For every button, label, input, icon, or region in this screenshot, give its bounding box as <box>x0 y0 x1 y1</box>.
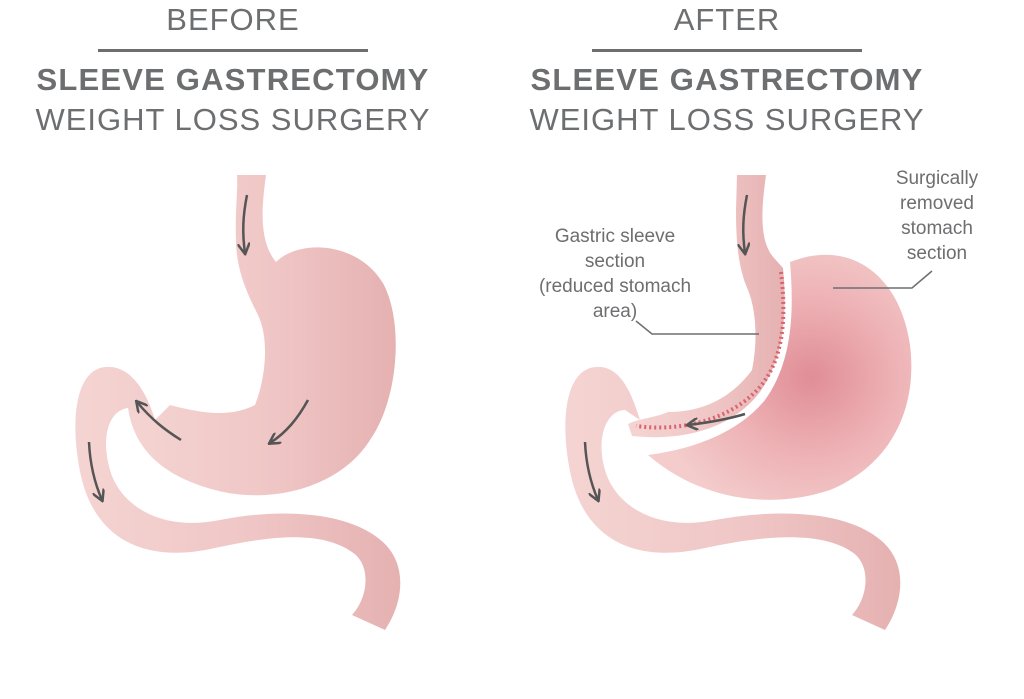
before-title-light: WEIGHT LOSS SURGERY <box>35 102 431 137</box>
removed-line-2: removed <box>900 193 974 214</box>
before-divider <box>98 49 368 52</box>
sleeve-leader-line <box>635 320 759 335</box>
before-label: BEFORE <box>166 2 300 37</box>
removed-line-1: Surgically <box>895 168 979 189</box>
removed-line-3: stomach <box>901 218 973 239</box>
removed-annotation: Surgically removed stomach section <box>862 166 1012 266</box>
sleeve-line-3: (reduced stomach <box>538 276 692 297</box>
after-stomach <box>565 175 933 630</box>
sleeve-section <box>628 175 785 438</box>
sleeve-annotation: Gastric sleeve section (reduced stomach … <box>500 224 730 324</box>
after-title-light: WEIGHT LOSS SURGERY <box>529 102 925 137</box>
after-divider <box>592 49 862 52</box>
before-stomach <box>75 175 401 630</box>
removed-line-4: section <box>906 243 968 264</box>
after-label: AFTER <box>673 2 781 37</box>
before-title-bold: SLEEVE GASTRECTOMY <box>36 62 430 97</box>
sleeve-line-2: section <box>584 251 646 272</box>
removed-section <box>648 254 912 500</box>
removed-leader-line <box>833 270 933 289</box>
sleeve-line-4: area) <box>592 301 638 322</box>
after-title-bold: SLEEVE GASTRECTOMY <box>530 62 924 97</box>
sleeve-line-1: Gastric sleeve <box>554 226 676 247</box>
